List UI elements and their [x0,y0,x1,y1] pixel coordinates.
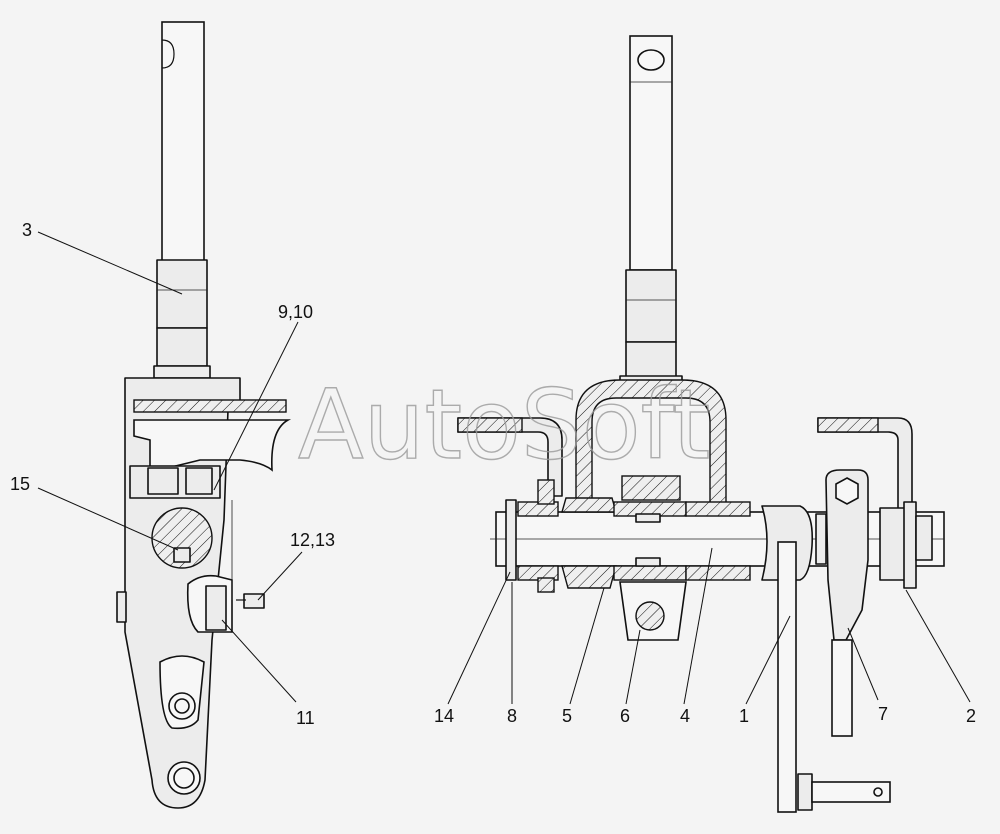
callout-6: 6 [620,706,630,726]
callout-1: 1 [739,706,749,726]
lever-part-7 [815,469,869,737]
callout-2: 2 [966,706,976,726]
vertical-shaft [619,35,683,385]
transverse-shaft-part-4 [490,479,945,641]
callout-9-10: 9,10 [278,302,313,322]
callout-11: 11 [296,708,315,728]
lever-part-1 [761,505,891,813]
callout-3: 3 [22,220,32,240]
callout-8: 8 [507,706,517,726]
callout-4: 4 [680,706,690,726]
callout-5: 5 [562,706,572,726]
washer-part-2 [879,501,933,589]
callout-14: 14 [434,706,454,726]
callouts: 3 9,10 15 12,13 11 14 8 5 6 4 1 7 2 [10,220,976,728]
watermark-text: AutoSoft [298,369,710,481]
callout-15: 15 [10,474,30,494]
shaft-part-3 [153,21,211,379]
callout-7: 7 [878,704,888,724]
left-view [116,21,292,809]
lever-housing [116,377,292,809]
callout-12-13: 12,13 [290,530,335,550]
right-view [457,35,945,813]
